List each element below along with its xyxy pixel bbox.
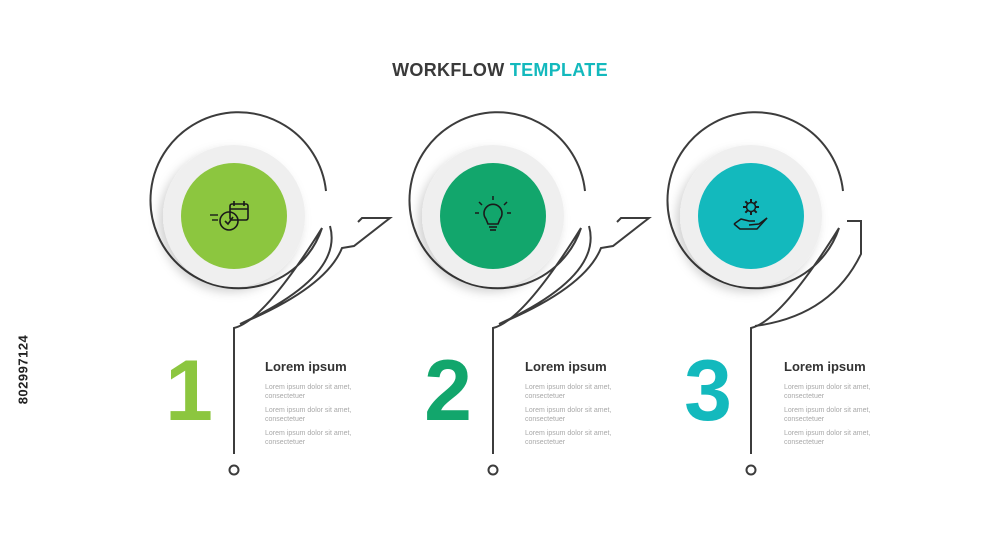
- step-outline-path: [666, 111, 844, 454]
- step-disk: [440, 163, 546, 269]
- step-body-line: Lorem ipsum dolor sit amet, consectetuer: [525, 384, 612, 400]
- step-disk: [181, 163, 287, 269]
- step-end-dot: [745, 464, 757, 476]
- image-id-label: 802997124: [15, 334, 31, 405]
- step-number: 2: [424, 343, 472, 439]
- step-outline-path: [408, 111, 586, 454]
- step-number: 1: [165, 343, 213, 439]
- step-body-line: Lorem ipsum dolor sit amet, consectetuer: [265, 407, 352, 423]
- title-part-2: TEMPLATE: [509, 60, 608, 80]
- step-end-dot: [228, 464, 240, 476]
- title-part-1: WORKFLOW: [392, 60, 505, 80]
- step-body-line: Lorem ipsum dolor sit amet, consectetuer: [525, 407, 612, 423]
- step-arrow: [239, 217, 393, 325]
- step-circles: [163, 145, 822, 287]
- diagram-title: WORKFLOW TEMPLATE: [0, 60, 1000, 81]
- step-end-dot: [487, 464, 499, 476]
- step-body-line: Lorem ipsum dolor sit amet, consectetuer: [525, 430, 612, 446]
- step-disk: [698, 163, 804, 269]
- step-outline-path: [149, 111, 327, 454]
- calendar-clock-icon: [210, 201, 249, 231]
- connector-lines: [149, 111, 862, 476]
- step-number: 3: [684, 343, 732, 439]
- step-heading: Lorem ipsum: [525, 359, 607, 374]
- step-arrow: [498, 217, 652, 325]
- step-body-line: Lorem ipsum dolor sit amet, consectetuer: [265, 430, 352, 446]
- step-body-line: Lorem ipsum dolor sit amet, consectetuer: [265, 384, 352, 400]
- hand-gear-icon: [733, 199, 768, 230]
- step-end-hook: [754, 220, 862, 327]
- step-body-line: Lorem ipsum dolor sit amet, consectetuer: [784, 407, 871, 423]
- step-heading: Lorem ipsum: [265, 359, 347, 374]
- step-body-line: Lorem ipsum dolor sit amet, consectetuer: [784, 384, 871, 400]
- step-body-line: Lorem ipsum dolor sit amet, consectetuer: [784, 430, 871, 446]
- lightbulb-icon: [475, 196, 511, 231]
- step-heading: Lorem ipsum: [784, 359, 866, 374]
